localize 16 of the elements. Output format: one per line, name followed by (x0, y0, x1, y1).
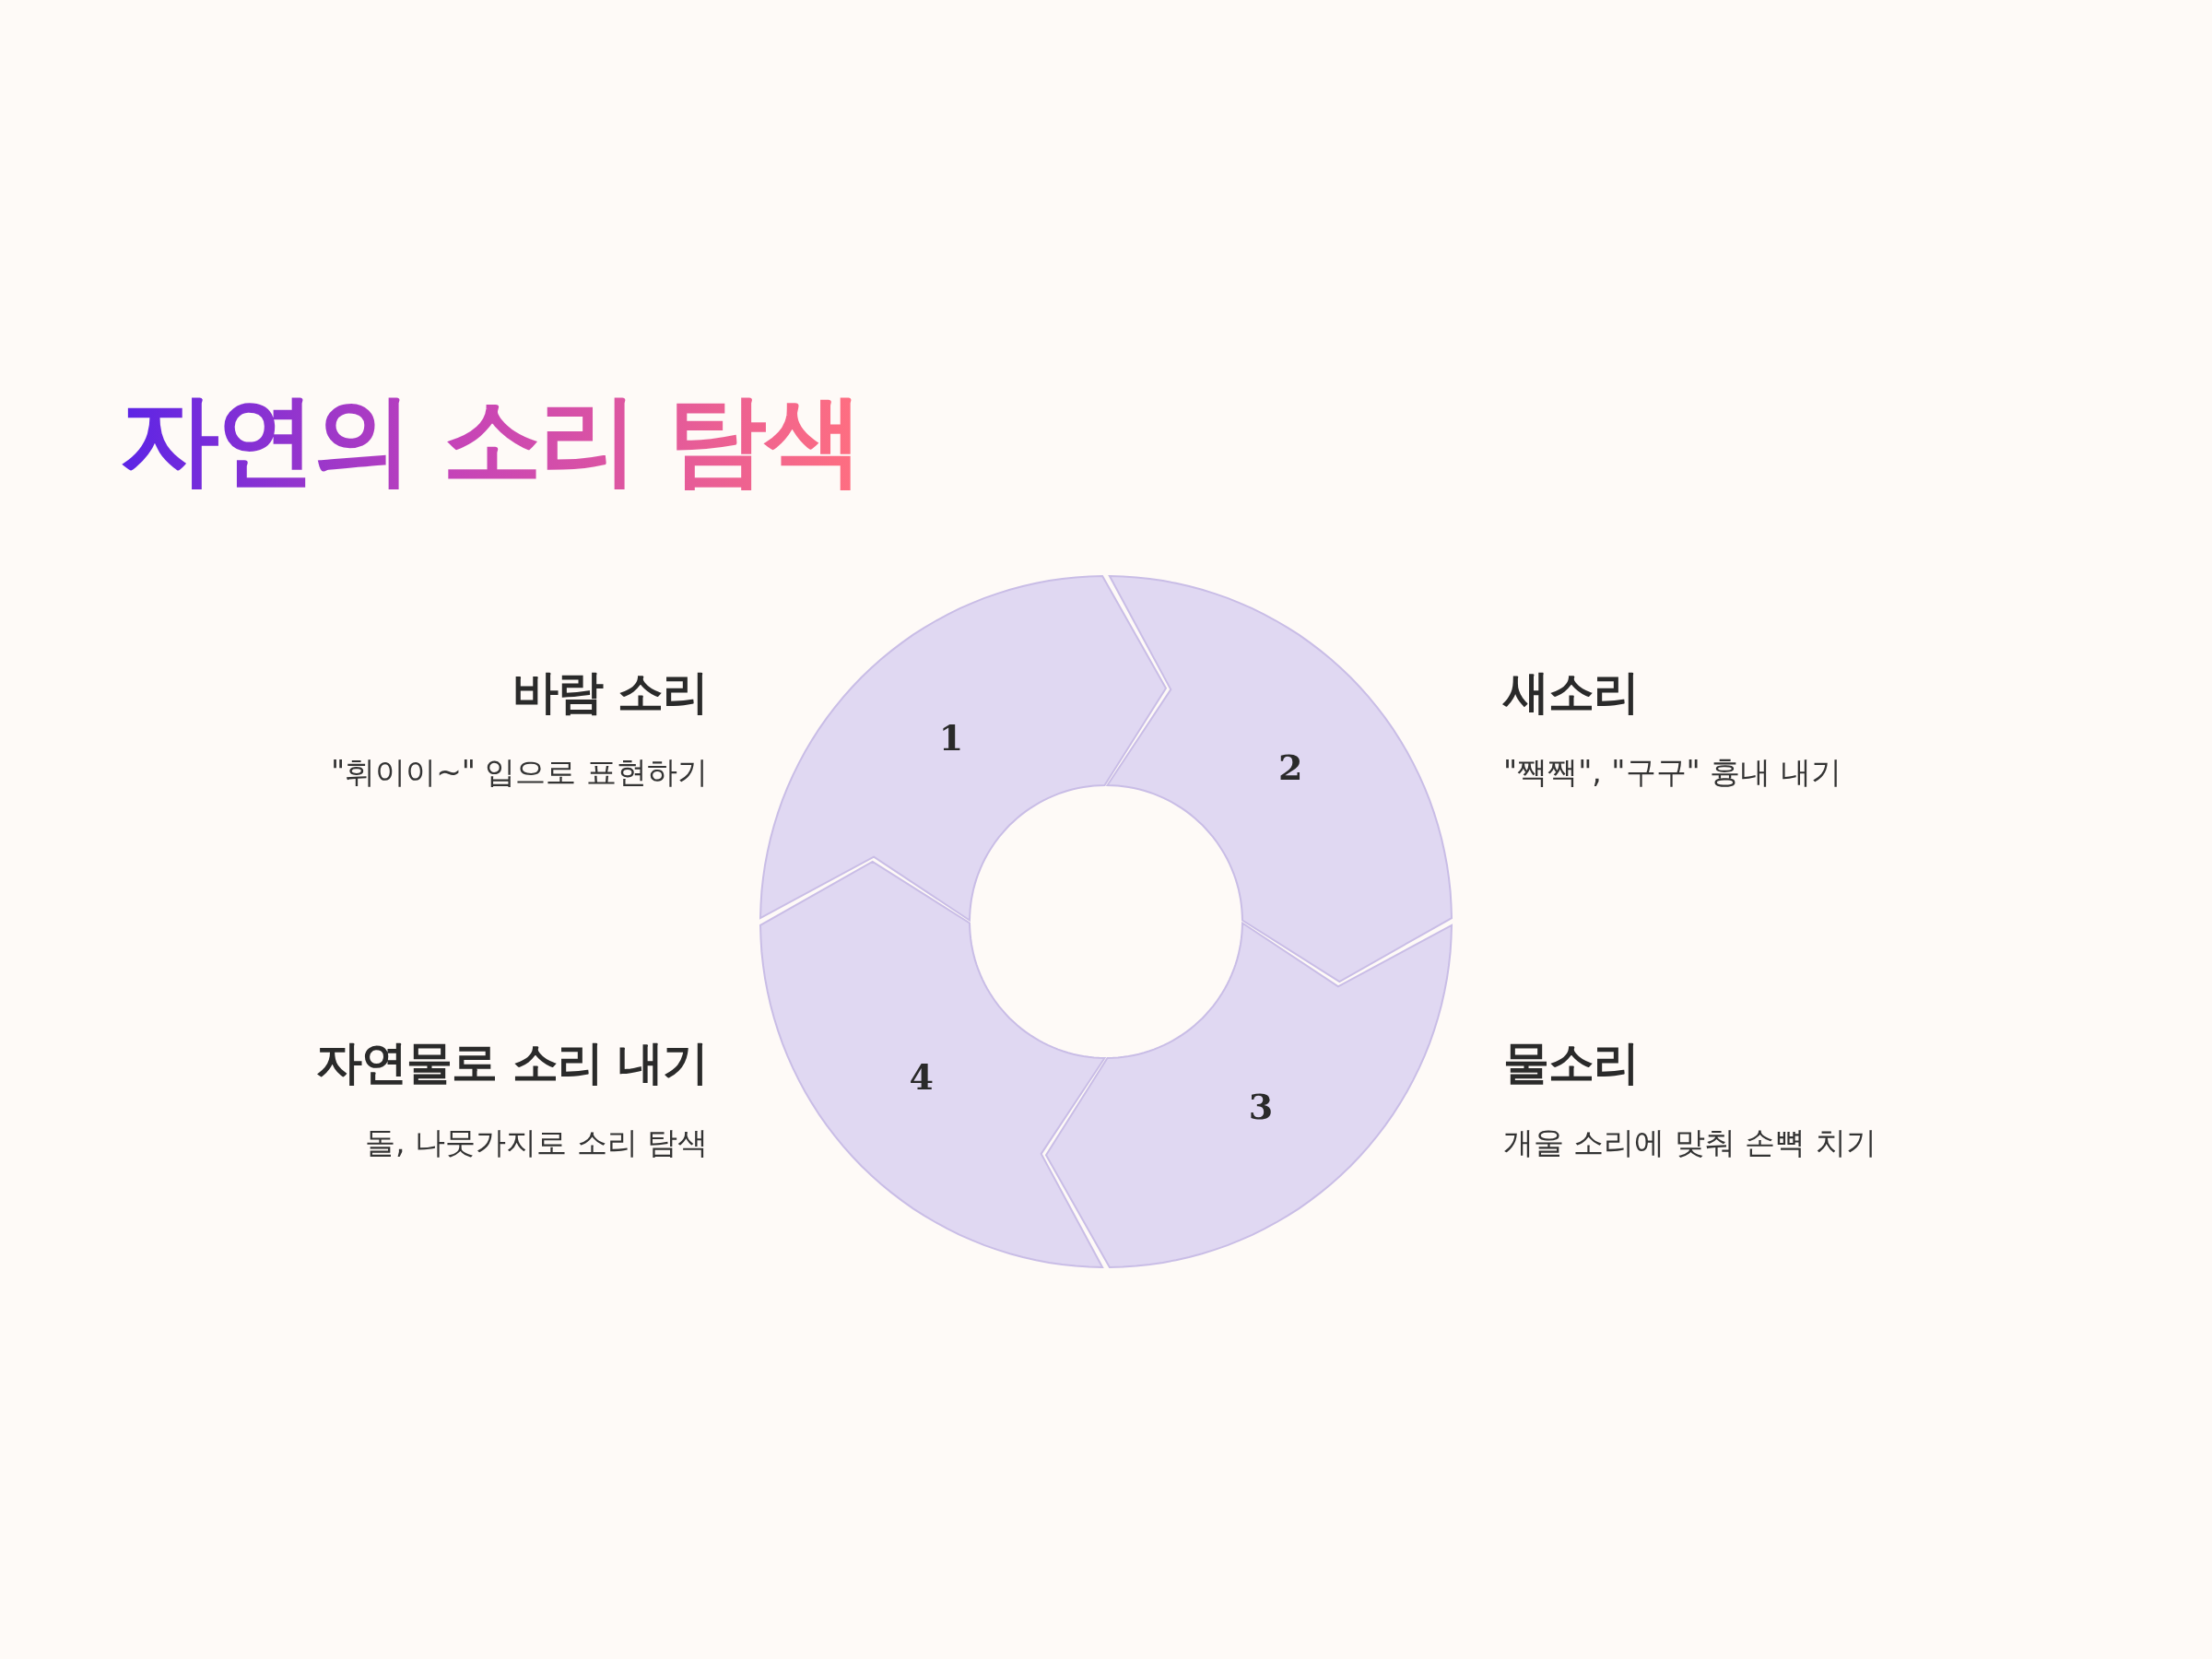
step-description: 개울 소리에 맞춰 손뼉 치기 (1503, 1124, 1877, 1162)
cycle-segment (759, 859, 1107, 1269)
cycle-segment (1043, 921, 1453, 1269)
step-number: 4 (909, 1055, 934, 1098)
step-description: "짹짹", "구구" 흉내 내기 (1503, 753, 1841, 792)
step-description: 돌, 나뭇가지로 소리 탐색 (365, 1124, 708, 1162)
cycle-segment (1105, 574, 1453, 984)
step-description: "휘이이~" 입으로 표현하기 (331, 753, 708, 792)
step-number: 1 (938, 716, 964, 759)
step-heading: 바람 소리 (512, 665, 708, 721)
step-heading: 새소리 (1503, 665, 1639, 721)
step-number: 2 (1278, 746, 1303, 788)
step-heading: 자연물로 소리 내기 (316, 1035, 708, 1091)
step-number: 3 (1248, 1085, 1274, 1127)
cycle-segment (759, 574, 1169, 923)
step-heading: 물소리 (1503, 1035, 1639, 1091)
